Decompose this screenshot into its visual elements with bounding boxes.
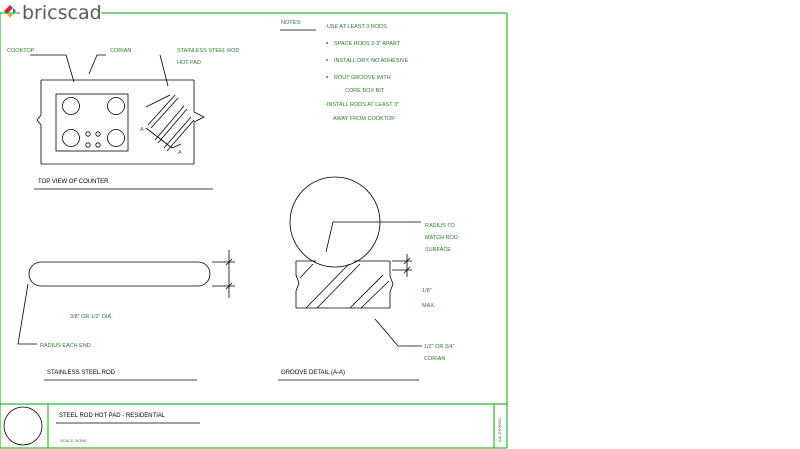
top-view-title: TOP VIEW OF COUNTER [38, 179, 109, 185]
burner [62, 129, 80, 147]
corian-thickness-label: 1/2" OR 3/4" [424, 344, 455, 350]
top-view-drawing [30, 54, 205, 165]
burner [107, 97, 125, 115]
steel-rod [28, 261, 211, 287]
bricscad-logo-icon [4, 5, 16, 18]
title-block-logo-circle [3, 406, 43, 446]
corian-material-label: CORIAN [424, 356, 445, 362]
knob [95, 131, 101, 137]
drawing-title: STEEL ROD HOT PAD - RESIDENTIAL [59, 413, 166, 419]
knob [85, 131, 91, 137]
rod-view-title: STAINLESS STEEL ROD [47, 370, 116, 376]
rod-label: STAINLESS STEEL ROD [177, 48, 239, 54]
depth-max-label: MAX. [422, 303, 436, 309]
rod-diameter-label: 3/8" OR 1/2" DIA. [70, 314, 113, 320]
burner [62, 97, 80, 115]
sheet-frame [0, 12, 508, 449]
note-item: AWAY FROM COOKTOP [333, 116, 395, 122]
corian-label: CORIAN [110, 48, 131, 54]
rod-drawing [17, 250, 235, 345]
notes-heading: NOTES: [281, 20, 302, 26]
note-item: SPACE RODS 2-3" APART [334, 41, 401, 47]
note-item: INSTALL DRY, NO ADHESIVE [334, 58, 409, 64]
surface-label: SURFACE [425, 247, 451, 253]
bricscad-wordmark: bricscad [22, 2, 102, 24]
knob [95, 142, 101, 148]
groove-detail-drawing [289, 176, 422, 347]
radius-each-end-label: RADIUS EACH END [40, 343, 91, 349]
note-item: CORE BOX BIT [345, 88, 385, 94]
note-item: -INSTALL RODS AT LEAST 3" [325, 102, 399, 108]
groove-detail-title: GROOVE DETAIL (A-A) [281, 370, 345, 376]
hot-pad-label: HOT PAD [177, 60, 201, 66]
burner [107, 129, 125, 147]
depth-label: 1/8" [422, 288, 432, 294]
sheet-id: AIA-EH00000 [497, 417, 502, 442]
section-mark-a: A [178, 150, 182, 156]
note-item: ROUT GROOVE WITH [334, 75, 391, 81]
hot-pad-rods [147, 94, 195, 152]
cooktop [55, 93, 129, 152]
knob [85, 142, 91, 148]
cooktop-label: COOKTOP [7, 48, 35, 54]
drawing-scale: SCALE: NONE [60, 438, 87, 443]
notes-block: NOTES: -USE AT LEAST 3 RODS SPACE RODS 2… [280, 20, 409, 122]
section-mark-a: A [140, 127, 144, 133]
match-rod-label: MATCH ROD [425, 235, 458, 241]
title-block: STEEL ROD HOT PAD - RESIDENTIAL SCALE: N… [3, 406, 502, 446]
radius-to-label: RADIUS TO [425, 223, 455, 229]
bricscad-logo: bricscad [4, 2, 102, 24]
note-item: -USE AT LEAST 3 RODS [325, 24, 387, 30]
